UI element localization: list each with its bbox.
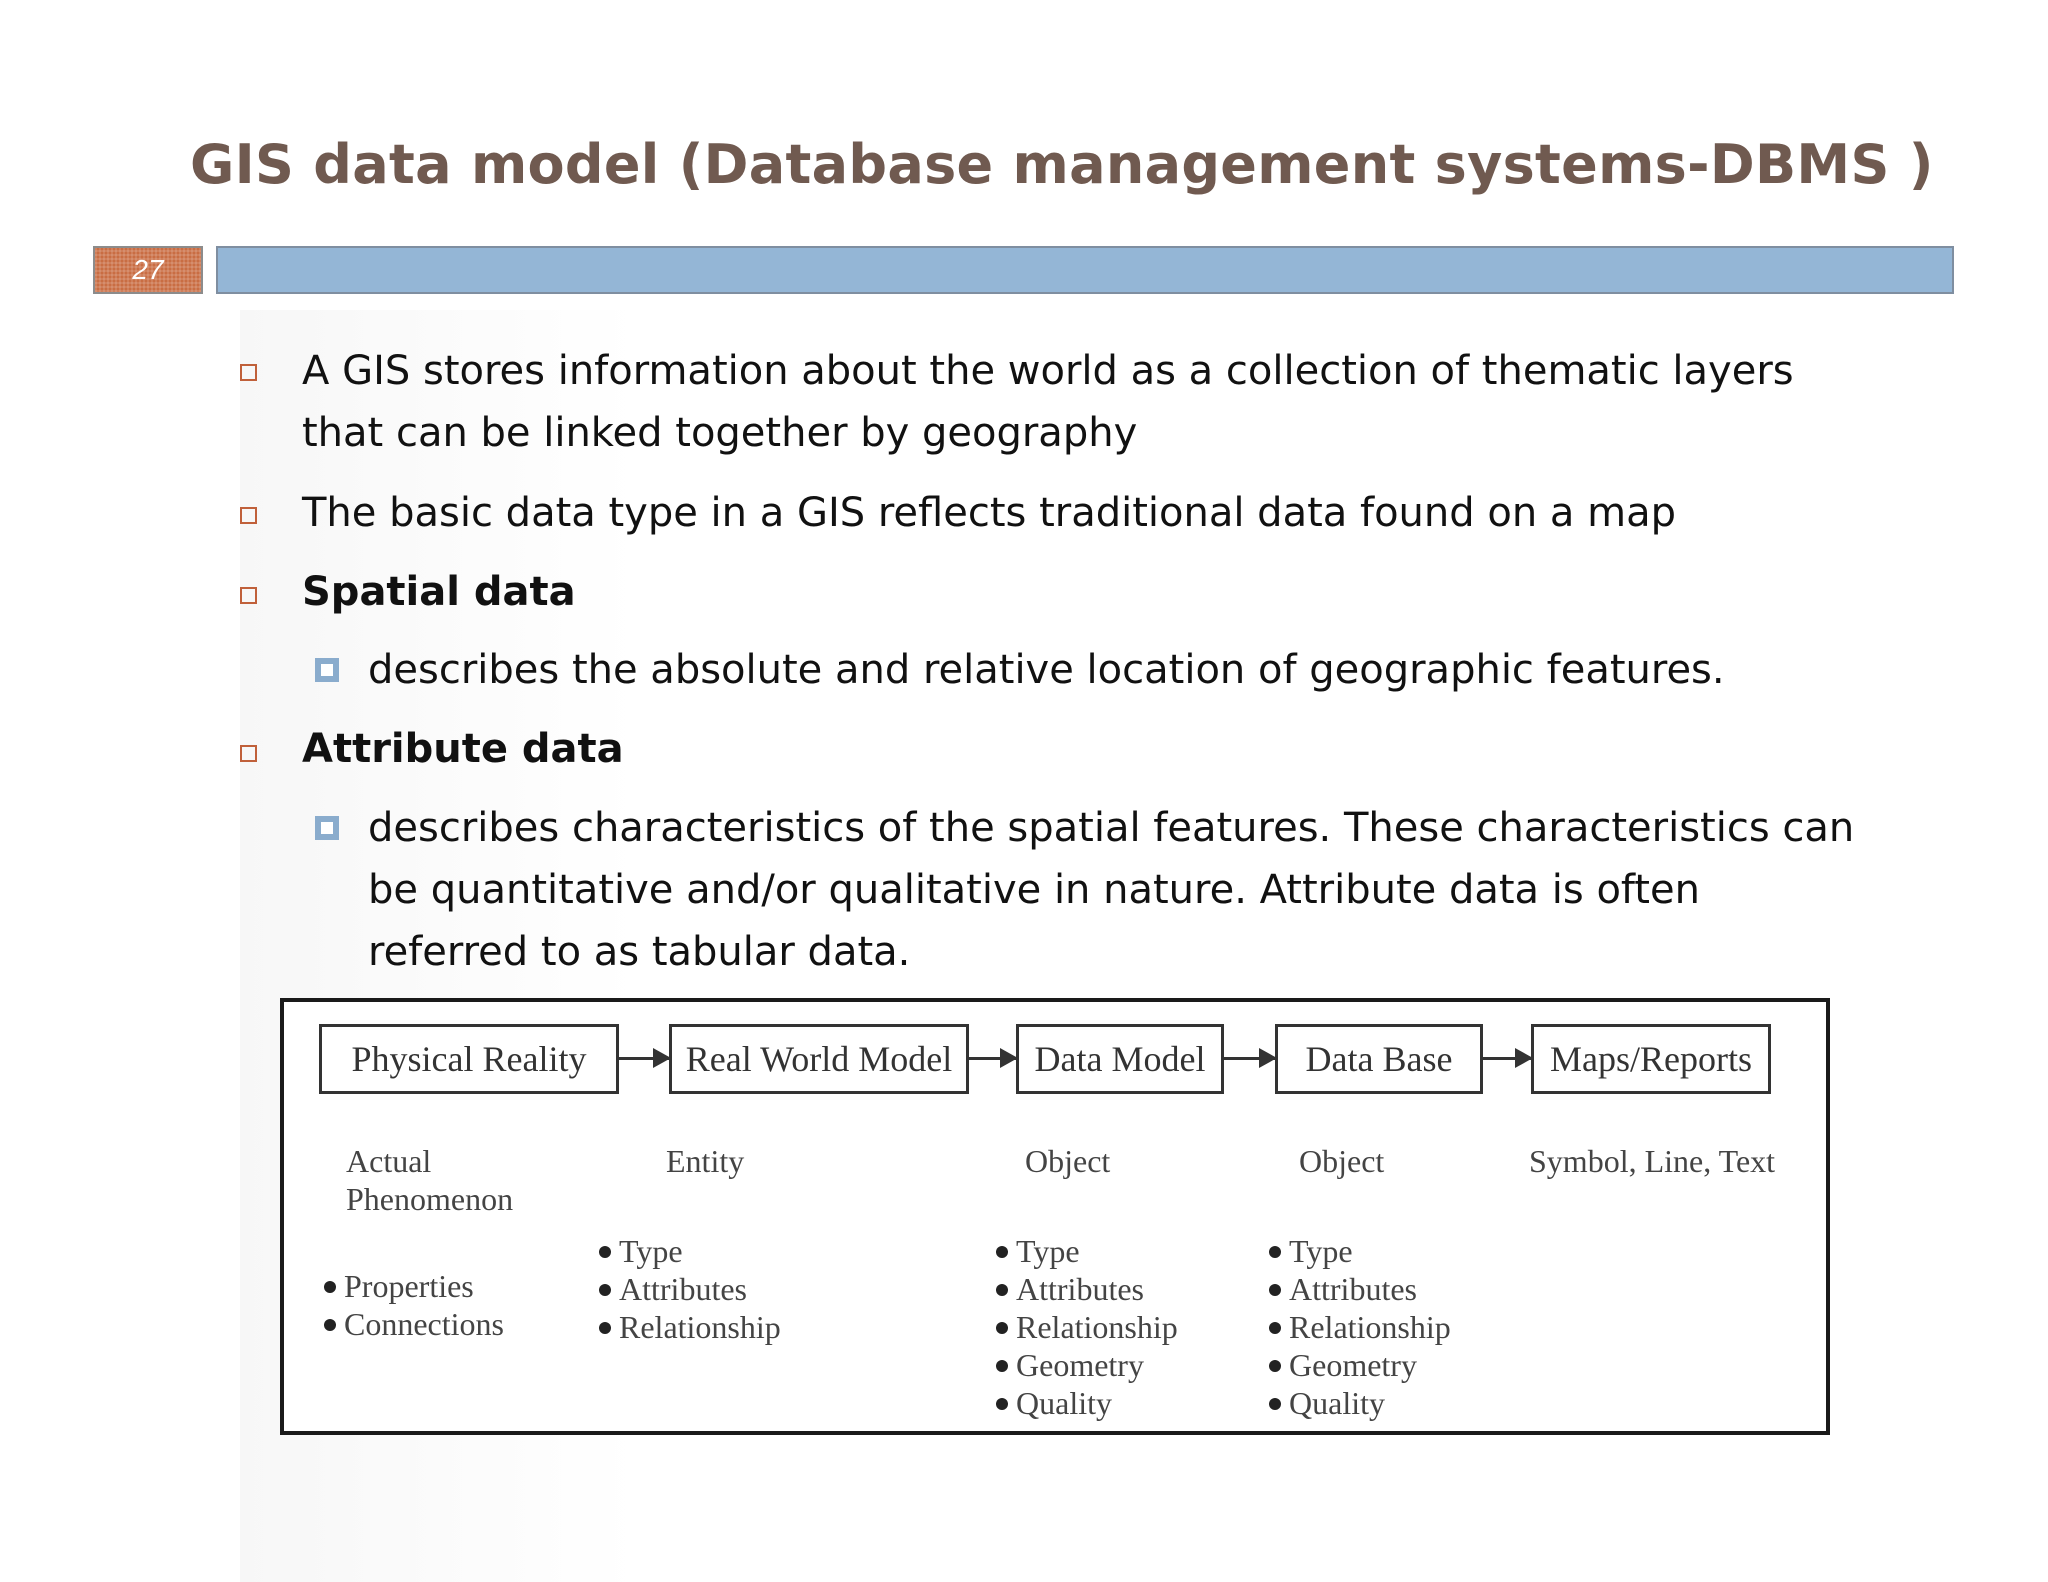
bullet-dot-icon [996, 1397, 1008, 1410]
list-item: Attributes [599, 1270, 781, 1308]
stage-maps-reports: Maps/Reports [1531, 1024, 1771, 1094]
data-model-list: Type Attributes Relationship Geometry Qu… [996, 1232, 1178, 1422]
list-item: Attributes [996, 1270, 1178, 1308]
list-item: Quality [1269, 1384, 1451, 1422]
stage-data-base: Data Base [1275, 1024, 1483, 1094]
spatial-data-description: describes the absolute and relative loca… [368, 647, 1725, 693]
stage-physical-reality: Physical Reality [319, 1024, 619, 1094]
attribute-data-heading: Attribute data [302, 726, 624, 772]
list-item: Type [1269, 1232, 1451, 1270]
arrow-icon [969, 1048, 1018, 1068]
list-item: Geometry [1269, 1346, 1451, 1384]
desc-physical-line-1: Actual [346, 1143, 432, 1179]
bullet-dot-icon [324, 1318, 336, 1331]
slide-number: 27 [132, 254, 164, 285]
slide-number-box: 27 [93, 246, 203, 294]
arrow-icon [1224, 1048, 1277, 1068]
list-item: Connections [324, 1305, 504, 1343]
bullet-dot-icon [1269, 1397, 1281, 1410]
bullet-dot-icon [599, 1283, 611, 1296]
bullet-dot-icon [996, 1283, 1008, 1296]
stage-real-world-model: Real World Model [669, 1024, 969, 1094]
bullet-2-text: The basic data type in a GIS reflects tr… [302, 490, 1676, 536]
desc-real-world: Entity [666, 1143, 745, 1179]
square-bullet-icon [240, 745, 257, 762]
bullet-dot-icon [1269, 1321, 1281, 1334]
real-world-list: Type Attributes Relationship [599, 1232, 781, 1346]
square-bullet-icon [240, 364, 257, 381]
list-item: Relationship [996, 1308, 1178, 1346]
stage-data-model: Data Model [1016, 1024, 1224, 1094]
bullet-1-line-2: that can be linked together by geography [302, 410, 1138, 456]
square-bullet-icon [240, 507, 257, 524]
spatial-data-heading: Spatial data [302, 569, 576, 615]
physical-properties-list: Properties Connections [324, 1267, 504, 1343]
attribute-data-line-1: describes characteristics of the spatial… [368, 805, 1855, 851]
desc-data-base: Object [1299, 1143, 1385, 1179]
title-underline-bar [216, 246, 1954, 294]
list-item: Attributes [1269, 1270, 1451, 1308]
list-item: Geometry [996, 1346, 1178, 1384]
sub-bullet-icon [315, 658, 339, 682]
list-item: Type [599, 1232, 781, 1270]
list-item: Quality [996, 1384, 1178, 1422]
square-bullet-icon [240, 587, 257, 604]
bullet-1-line-1: A GIS stores information about the world… [302, 348, 1794, 394]
bullet-dot-icon [1269, 1283, 1281, 1296]
list-item: Relationship [1269, 1308, 1451, 1346]
arrow-icon [619, 1048, 671, 1068]
bullet-dot-icon [599, 1321, 611, 1334]
list-item: Relationship [599, 1308, 781, 1346]
bullet-dot-icon [996, 1321, 1008, 1334]
bullet-dot-icon [996, 1359, 1008, 1372]
attribute-data-line-3: referred to as tabular data. [368, 929, 911, 975]
desc-data-model: Object [1025, 1143, 1111, 1179]
data-base-list: Type Attributes Relationship Geometry Qu… [1269, 1232, 1451, 1422]
data-model-diagram: Physical Reality Real World Model Data M… [280, 998, 1830, 1435]
bullet-dot-icon [599, 1245, 611, 1258]
bullet-dot-icon [996, 1245, 1008, 1258]
desc-physical-line-2: Phenomenon [346, 1181, 514, 1217]
list-item: Type [996, 1232, 1178, 1270]
sub-bullet-icon [315, 816, 339, 840]
slide-title: GIS data model (Database management syst… [190, 133, 1934, 196]
list-item: Properties [324, 1267, 504, 1305]
bullet-dot-icon [324, 1280, 336, 1293]
bullet-dot-icon [1269, 1245, 1281, 1258]
arrow-icon [1483, 1048, 1533, 1068]
desc-maps: Symbol, Line, Text [1529, 1143, 1776, 1179]
attribute-data-line-2: be quantitative and/or qualitative in na… [368, 867, 1700, 913]
bullet-dot-icon [1269, 1359, 1281, 1372]
